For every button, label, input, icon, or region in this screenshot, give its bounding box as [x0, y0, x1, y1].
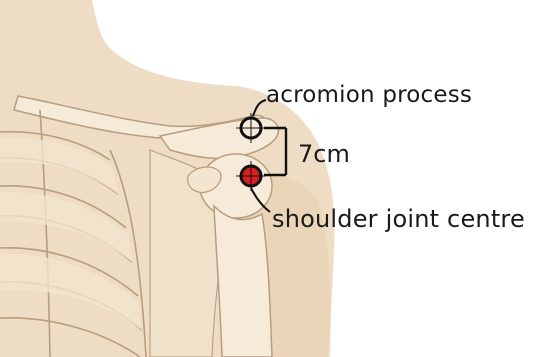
distance-label: 7cm — [298, 142, 350, 166]
acromion-process-label: acromion process — [266, 84, 472, 107]
shoulder-joint-centre-label: shoulder joint centre — [272, 207, 525, 231]
humerus-shaft — [214, 206, 272, 357]
